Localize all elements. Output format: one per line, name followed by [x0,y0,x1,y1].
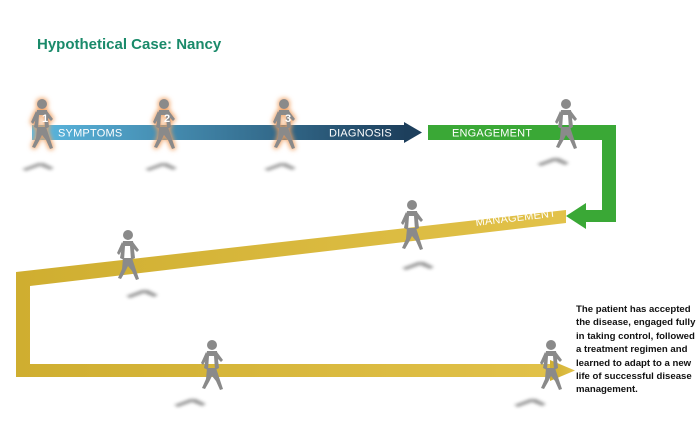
outcome-description: The patient has accepted the disease, en… [576,304,696,396]
management-path [16,210,575,381]
symptoms-diagnosis-arrow [32,122,422,143]
figure-3-number: 3 [285,113,291,125]
diagnosis-label: DIAGNOSIS [329,128,392,140]
page-title: Hypothetical Case: Nancy [37,36,222,53]
engagement-arrow [428,125,616,229]
figure-2-number: 2 [164,113,170,125]
symptoms-label: SYMPTOMS [58,128,122,140]
engagement-label: ENGAGEMENT [452,128,532,140]
figure-1-number: 1 [42,113,48,125]
